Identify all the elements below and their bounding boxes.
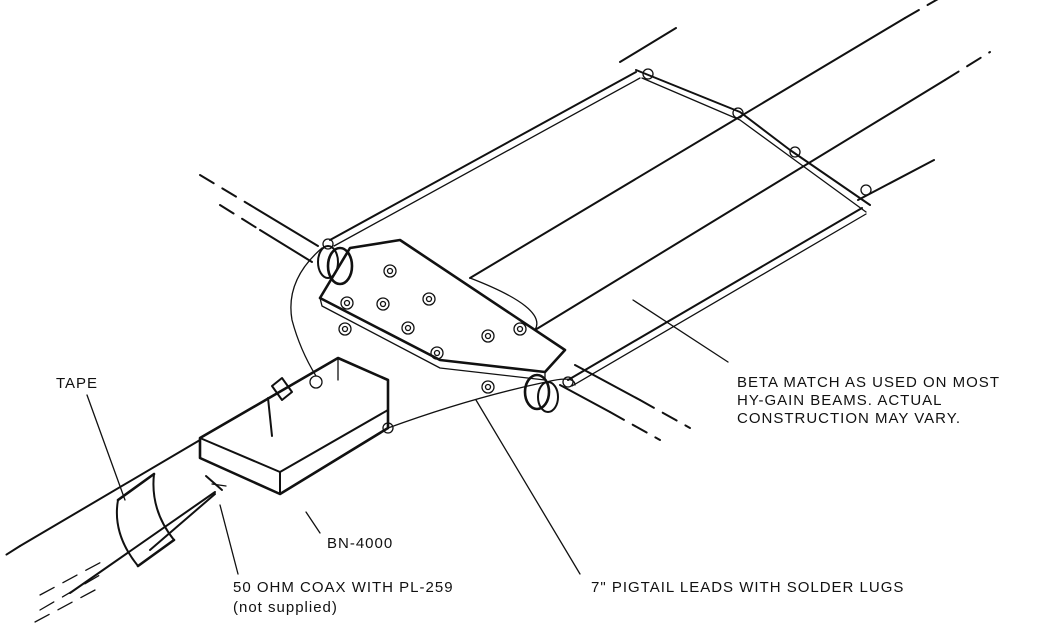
balun-box	[198, 356, 394, 496]
beta-match-hairpin	[329, 27, 935, 387]
coax-cable	[0, 439, 216, 623]
insulator-left	[317, 238, 354, 286]
balun-label: BN-4000	[327, 535, 394, 552]
plate-bolts	[338, 264, 527, 394]
pigtail-label: 7" PIGTAIL LEADS WITH SOLDER LUGS	[591, 579, 905, 596]
leader-lines	[86, 299, 729, 575]
beta-match-label-line-2: HY-GAIN BEAMS. ACTUAL	[737, 392, 943, 409]
boom-tube	[469, 0, 991, 331]
tape-wrap	[115, 472, 176, 568]
beta-match-label-line-3: CONSTRUCTION MAY VARY.	[737, 410, 961, 427]
element-right	[559, 364, 691, 441]
pigtail-leads	[290, 247, 576, 429]
coax-note-label: (not supplied)	[233, 599, 338, 616]
tape-label: TAPE	[56, 375, 99, 392]
coax-label: 50 OHM COAX WITH PL-259	[233, 579, 454, 596]
beta-match-label-line-1: BETA MATCH AS USED ON MOST	[737, 374, 1000, 391]
mounting-plate	[318, 238, 567, 381]
element-left	[199, 174, 319, 263]
insulator-right	[523, 373, 574, 413]
